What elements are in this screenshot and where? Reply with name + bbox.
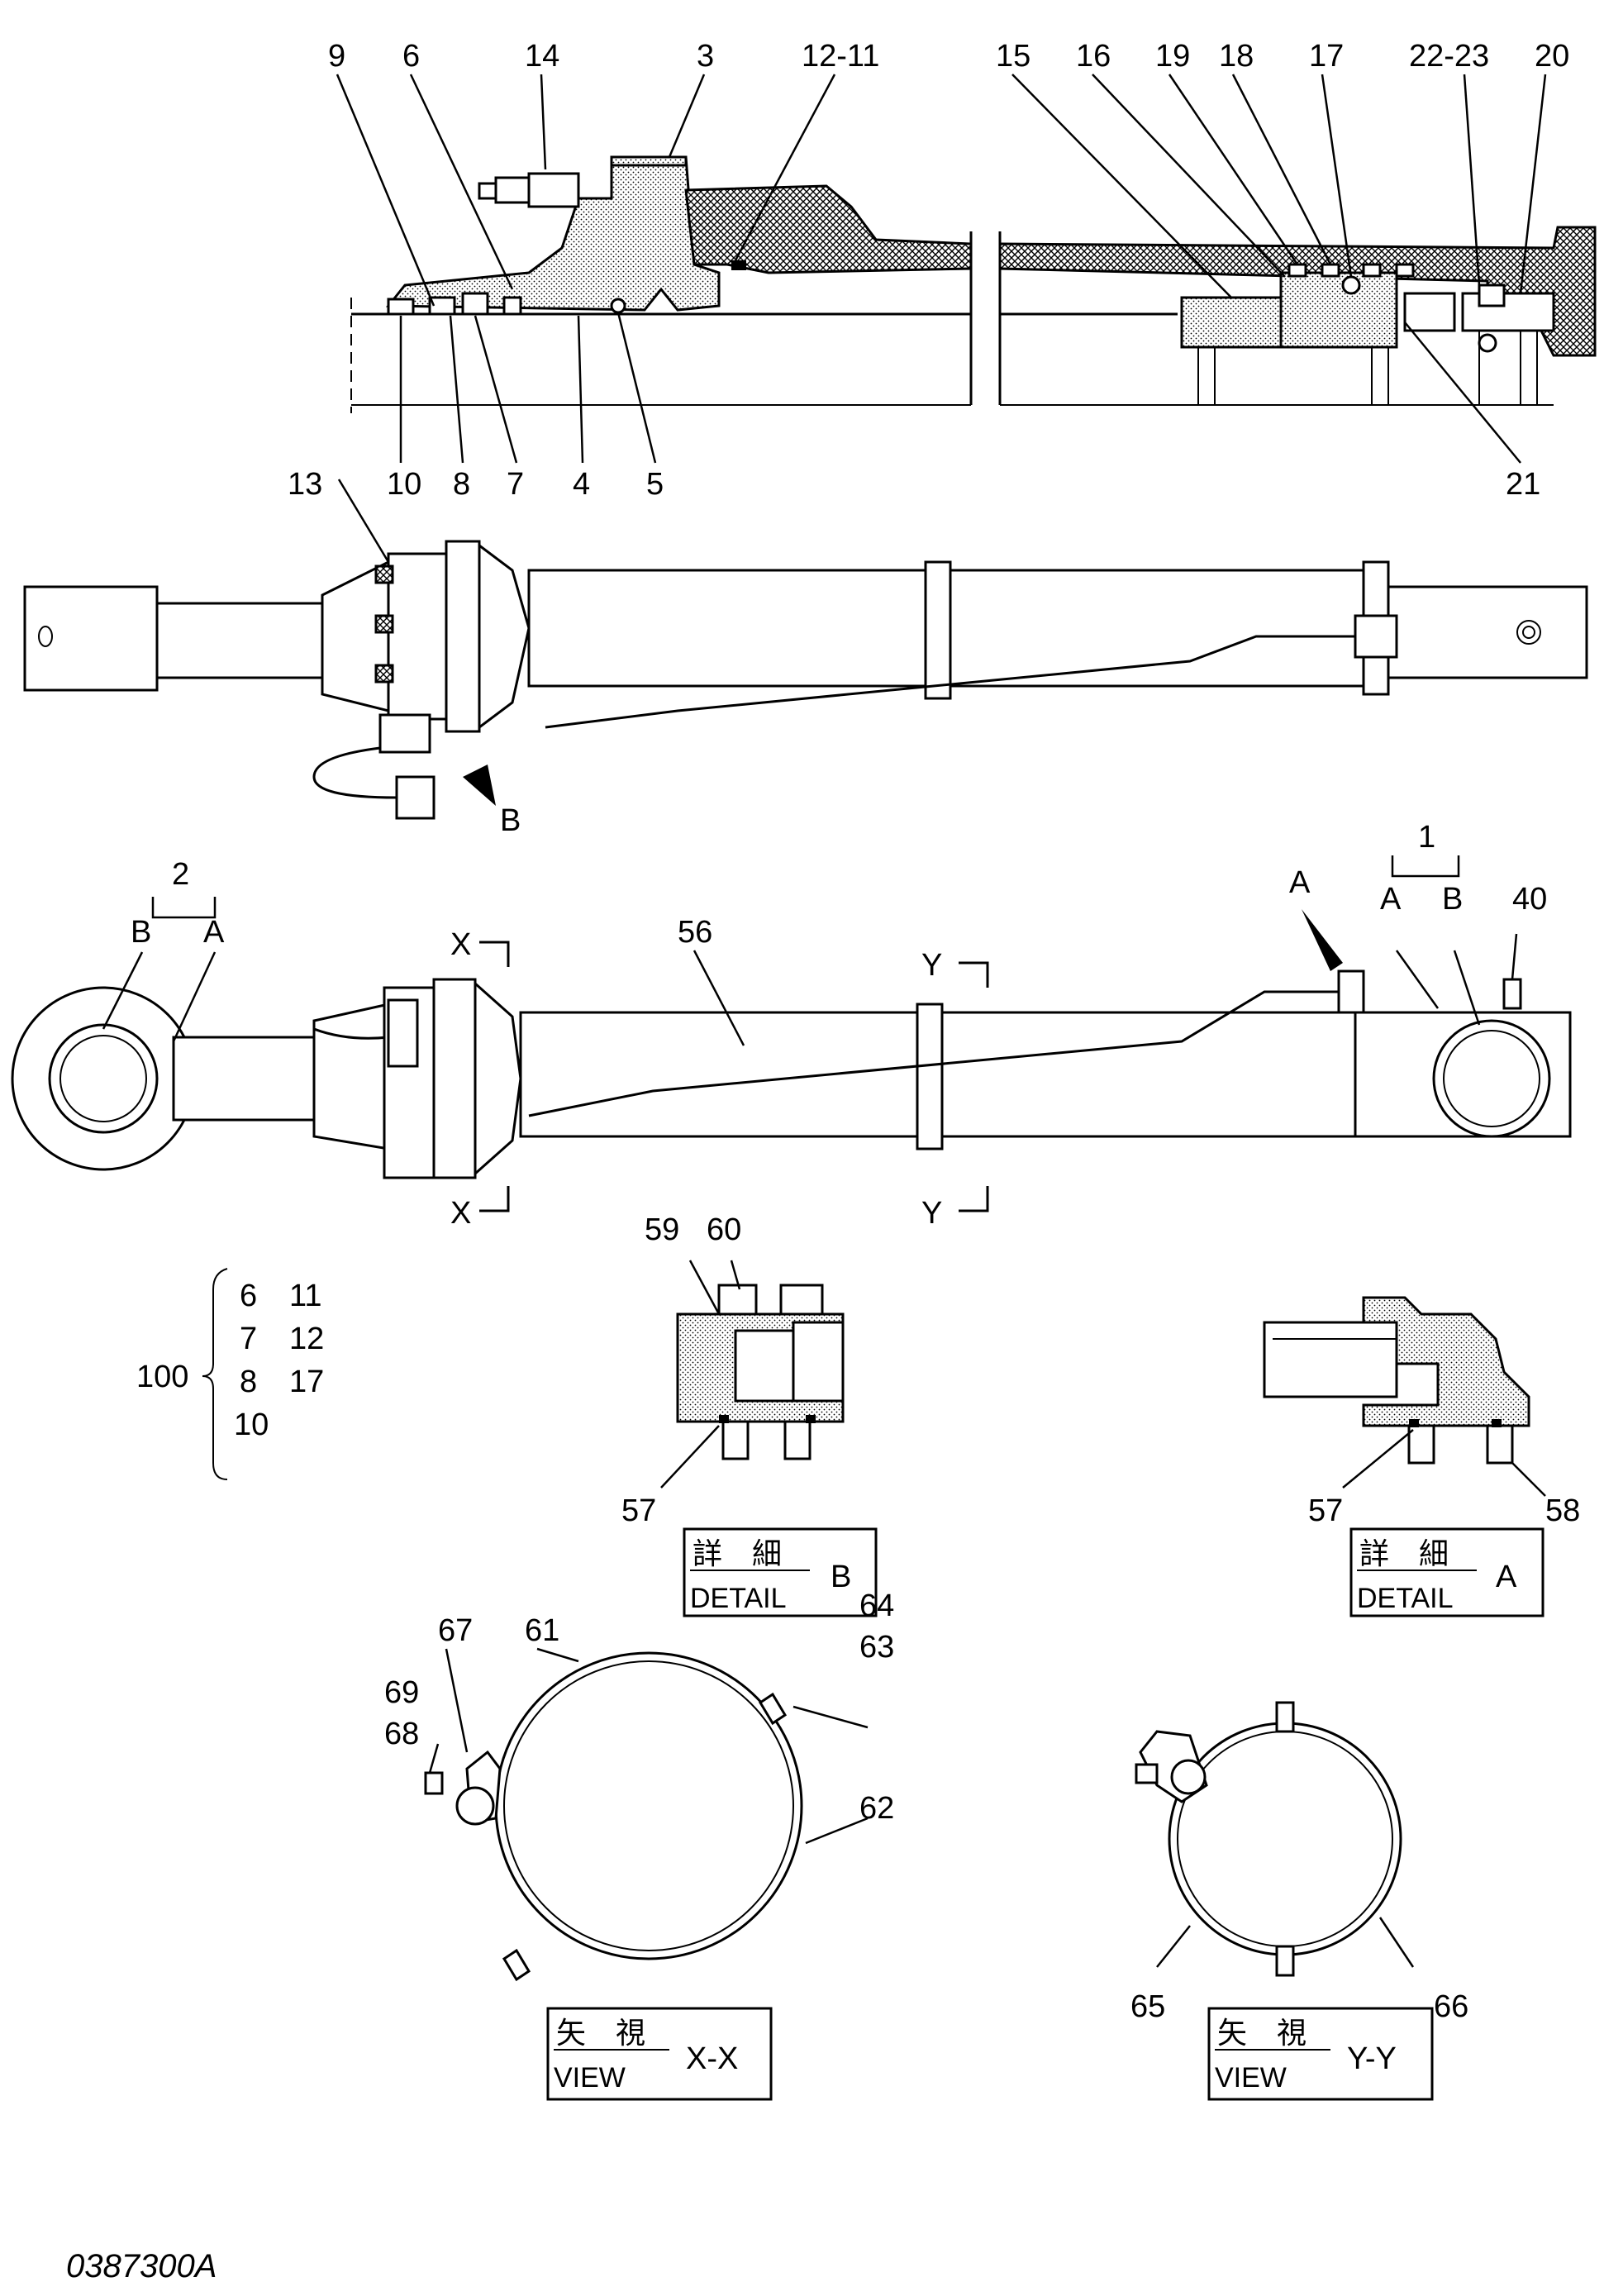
- kit-item: 10: [234, 1408, 269, 1442]
- callout-6: 6: [402, 39, 420, 74]
- callout-5: 5: [646, 467, 664, 502]
- detail-b-label-box: 詳 細 DETAIL B: [683, 1527, 878, 1617]
- callout-x-top: X: [450, 927, 471, 962]
- view-x-drawing: [424, 1647, 869, 1982]
- callout-13: 13: [288, 467, 322, 502]
- view-id: Y-Y: [1347, 2041, 1397, 2076]
- detail-jp-label: 詳 細: [1359, 1537, 1449, 1571]
- callout-b-rod: B: [131, 915, 151, 950]
- callout-64: 64: [859, 1589, 894, 1623]
- callout-7: 7: [507, 467, 524, 502]
- view-x-label-box: 矢 視 VIEW X-X: [546, 2007, 773, 2101]
- kit-item: 7: [240, 1322, 257, 1356]
- callout-57-a: 57: [1308, 1493, 1343, 1528]
- callout-22-23: 22-23: [1409, 39, 1489, 74]
- top-callouts: 9 6 14 3 12-11 15 16 19 18 17 22-23 20: [328, 39, 1569, 307]
- callout-x-bottom: X: [450, 1196, 471, 1231]
- detail-id: A: [1496, 1560, 1517, 1594]
- callout-10: 10: [387, 467, 421, 502]
- callout-y-top: Y: [921, 948, 942, 983]
- callout-62: 62: [859, 1791, 894, 1826]
- seal-kit-list: 100 6 7 8 10 11 12 17: [136, 1268, 324, 1480]
- detail-jp-label: 詳 細: [693, 1537, 782, 1571]
- main-callouts: 2 B A X Y 56 Y 1 A B 40 A X: [131, 820, 1547, 1231]
- kit-number: 100: [136, 1360, 188, 1394]
- view-en-label: VIEW: [1215, 2062, 1287, 2094]
- callout-61: 61: [525, 1613, 559, 1648]
- callout-65: 65: [1130, 1989, 1165, 2024]
- callout-14: 14: [525, 39, 559, 74]
- detail-a-callouts: 57 58: [1308, 1493, 1580, 1528]
- callout-b-detail: B: [500, 803, 521, 838]
- callout-b-tube: B: [1442, 882, 1463, 917]
- view-y-label-box: 矢 視 VIEW Y-Y: [1207, 2007, 1434, 2101]
- detail-b-drawing: [660, 1260, 845, 1489]
- mid-callouts: 13 B: [288, 467, 521, 838]
- callout-69: 69: [384, 1675, 419, 1710]
- callout-12-11: 12-11: [802, 39, 879, 74]
- callout-y-bottom: Y: [921, 1196, 942, 1231]
- callout-21: 21: [1506, 467, 1540, 502]
- view-jp-label: 矢 視: [556, 2017, 645, 2051]
- callout-a-rod: A: [203, 915, 225, 950]
- callout-58: 58: [1545, 1493, 1580, 1528]
- cylinder-assembly-main: [11, 855, 1572, 1212]
- callout-2: 2: [172, 857, 189, 892]
- callout-18: 18: [1219, 39, 1254, 74]
- detail-a-drawing: [1263, 1296, 1546, 1497]
- view-jp-label: 矢 視: [1217, 2017, 1307, 2051]
- detail-b-callouts: 59 60 57: [621, 1212, 741, 1528]
- view-y-callouts: 65 66: [1130, 1989, 1468, 2024]
- kit-item: 11: [289, 1279, 321, 1313]
- cylinder-assembly-top: [23, 479, 1588, 820]
- callout-9: 9: [328, 39, 345, 74]
- callout-57-b: 57: [621, 1493, 656, 1528]
- callout-68: 68: [384, 1717, 419, 1751]
- callout-59: 59: [645, 1212, 679, 1247]
- view-en-label: VIEW: [554, 2062, 626, 2094]
- callout-56: 56: [678, 915, 712, 950]
- kit-item: 6: [240, 1279, 257, 1313]
- callout-a-detail: A: [1289, 865, 1311, 900]
- callout-15: 15: [996, 39, 1030, 74]
- kit-item: 17: [289, 1365, 324, 1399]
- detail-a-label-box: 詳 細 DETAIL A: [1349, 1527, 1545, 1617]
- callout-1: 1: [1418, 820, 1435, 855]
- callout-3: 3: [697, 39, 714, 74]
- callout-20: 20: [1535, 39, 1569, 74]
- detail-id: B: [831, 1560, 851, 1594]
- callout-19: 19: [1155, 39, 1190, 74]
- view-x-callouts: 67 61 69 68 64 63 62: [384, 1589, 894, 1826]
- callout-16: 16: [1076, 39, 1111, 74]
- drawing-number: 0387300A: [66, 2248, 217, 2284]
- callout-40: 40: [1512, 882, 1547, 917]
- callout-67: 67: [438, 1613, 473, 1648]
- callout-8: 8: [453, 467, 470, 502]
- callout-63: 63: [859, 1630, 894, 1665]
- detail-en-label: DETAIL: [690, 1583, 787, 1614]
- kit-item: 12: [289, 1322, 324, 1356]
- detail-en-label: DETAIL: [1357, 1583, 1454, 1614]
- kit-item: 8: [240, 1365, 257, 1399]
- callout-4: 4: [573, 467, 590, 502]
- callout-60: 60: [707, 1212, 741, 1247]
- view-y-drawing: [1135, 1701, 1415, 1977]
- seal-section-view: [350, 155, 1597, 413]
- view-id: X-X: [686, 2041, 738, 2076]
- callout-66: 66: [1434, 1989, 1468, 2024]
- callout-a-tube: A: [1380, 882, 1402, 917]
- top-bottom-callouts: 10 8 7 4 5 21: [387, 312, 1540, 502]
- callout-17: 17: [1309, 39, 1344, 74]
